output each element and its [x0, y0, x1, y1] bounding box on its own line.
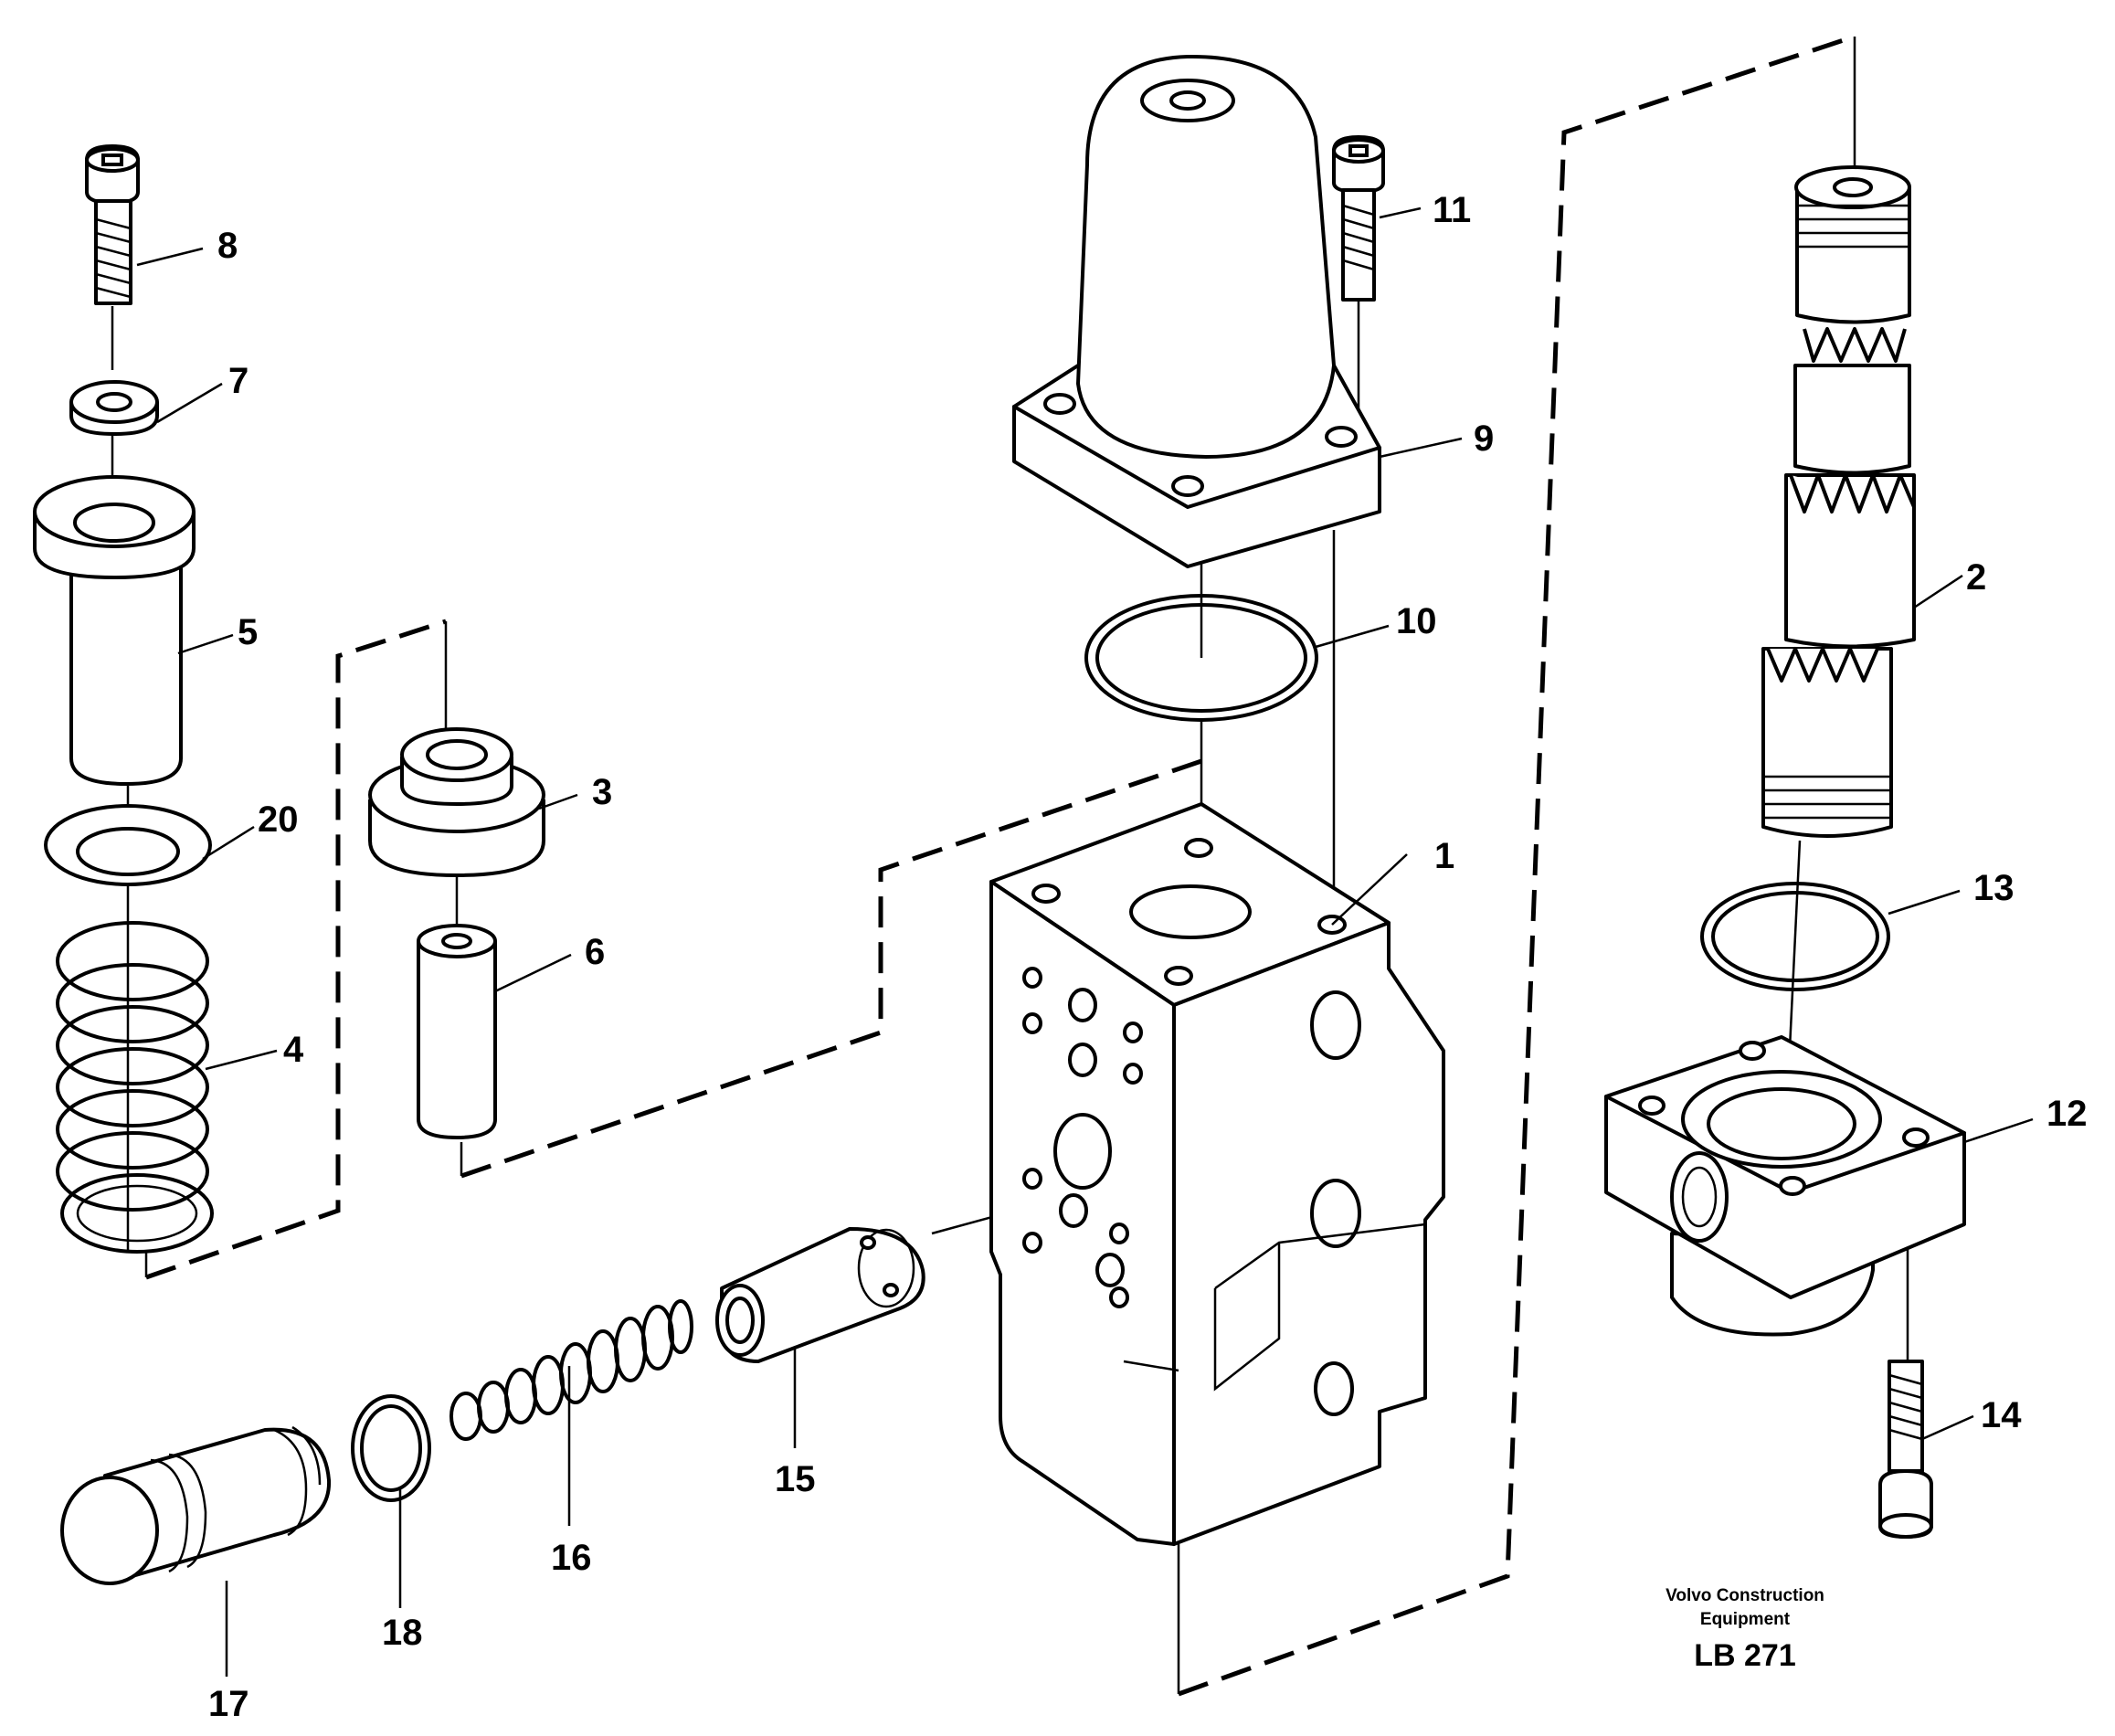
part-9-cover: [1012, 54, 1381, 568]
part-8-cap-screw: [85, 144, 140, 305]
callout-11: 11: [1433, 190, 1471, 230]
caption-drawing-code: LB 271: [1694, 1638, 1796, 1673]
part-4-spring: [56, 921, 214, 1254]
part-13-o-ring: [1700, 882, 1890, 991]
callout-12: 12: [2046, 1094, 2088, 1134]
leader-lines: [136, 206, 2034, 1677]
part-11-cap-screw: [1332, 135, 1385, 302]
part-15-piston: [715, 1227, 925, 1363]
part-17-plug: [60, 1425, 332, 1585]
callout-14: 14: [1981, 1395, 2022, 1435]
part-16-spring: [449, 1299, 693, 1441]
part-6-bushing: [417, 924, 497, 1139]
callout-3: 3: [592, 772, 612, 812]
callout-6: 6: [585, 932, 605, 972]
callout-5: 5: [238, 612, 258, 652]
part-20-washer: [44, 804, 212, 886]
part-18-o-ring: [351, 1394, 431, 1502]
callout-16: 16: [551, 1538, 592, 1578]
dashed-assembly-line-left: [145, 619, 447, 1280]
part-10-o-ring: [1084, 594, 1318, 722]
caption-division: Equipment: [1700, 1610, 1791, 1629]
callout-2: 2: [1966, 557, 1986, 598]
callout-1: 1: [1434, 836, 1454, 876]
callout-9: 9: [1474, 418, 1494, 459]
callout-8: 8: [217, 226, 238, 266]
part-14-cap-screw: [1878, 1360, 1933, 1539]
callout-17: 17: [208, 1684, 249, 1724]
callout-20: 20: [258, 799, 299, 840]
caption-block: Volvo Construction Equipment LB 271: [1666, 1586, 1824, 1673]
dashed-assembly-line-right: [1178, 34, 1856, 1697]
part-7-washer: [69, 380, 159, 436]
callout-18: 18: [382, 1613, 423, 1653]
callout-labels: 1 2 3 4 5 6 7 8 9 10 11 12 13 14 15 16 1…: [208, 190, 2088, 1724]
part-3-guide: [368, 727, 545, 877]
callout-13: 13: [1973, 868, 2015, 908]
callout-7: 7: [228, 361, 249, 401]
caption-company: Volvo Construction: [1666, 1586, 1824, 1605]
callout-4: 4: [283, 1030, 304, 1070]
part-1-valve-housing: [989, 802, 1445, 1546]
dashed-assembly-line-center: [460, 758, 1202, 1179]
callout-15: 15: [775, 1459, 816, 1499]
part-5-sleeve: [33, 475, 196, 786]
part-2-cartridge: [1761, 165, 1916, 838]
callout-10: 10: [1396, 601, 1437, 641]
part-12-flange: [1604, 1035, 1966, 1337]
